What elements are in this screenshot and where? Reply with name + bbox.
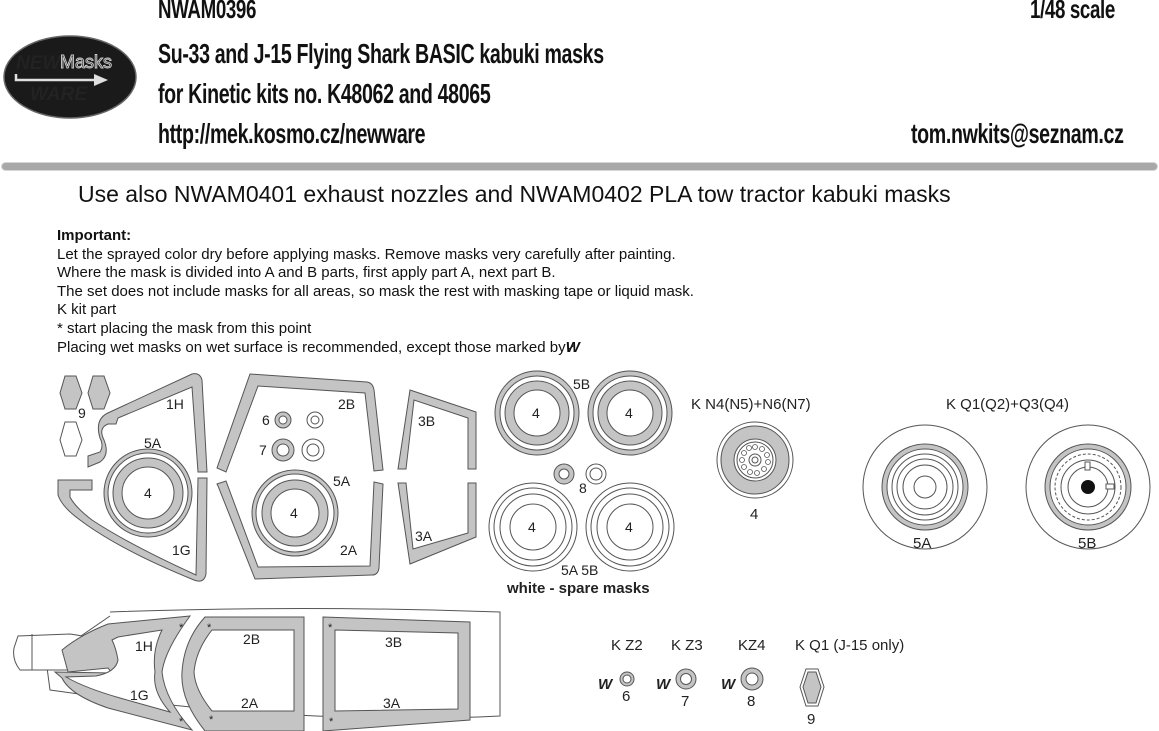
important-notes: Important: Let the sprayed color dry bef… [57,227,694,357]
small-part-kit-ref: KZ4 [738,637,766,654]
logo-ware: WARE [30,84,88,105]
small-part-kit-ref: K Q1 (J-15 only) [795,637,904,654]
start-marker: * [207,622,212,634]
small-parts-row: K Z2 K Z3 KZ4 K Q1 (J-15 only) W 6 W 7 W… [598,637,904,728]
small-part-kit-ref: K Z3 [671,637,703,654]
scale-label: 1/48 scale [1030,0,1115,24]
canopy-label-1H: 1H [135,638,153,654]
note-line: Placing wet masks on wet surface is reco… [57,338,566,356]
header-divider [1,162,1158,171]
label-5B: 5B [573,376,590,392]
label-spare-5A-5B: 5A 5B [561,562,598,578]
canopy-label-2B: 2B [243,631,260,647]
notes-heading: Important: [57,227,132,244]
mask-part-9 [59,375,83,410]
logo-new: NEW [16,53,62,74]
label-4: 4 [625,519,633,535]
main-wheel-kit-ref: K Q1(Q2)+Q3(Q4) [946,396,1069,413]
start-marker: * [328,622,333,634]
dry-mask-mark-icon: W [656,676,672,693]
label-1G: 1G [172,542,191,558]
canopy-label-3A: 3A [383,695,401,711]
small-part-number: 9 [807,711,815,728]
main-wheels-diagram: K Q1(Q2)+Q3(Q4) 5A 5B [862,396,1151,552]
email-link[interactable]: tom.nwkits@seznam.cz [911,118,1124,149]
label-3B: 3B [418,413,435,429]
label-3A: 3A [415,528,433,544]
canopy-label-2A: 2A [241,695,259,711]
product-title: Su-33 and J-15 Flying Shark BASIC kabuki… [158,38,604,69]
website-link[interactable]: http://mek.kosmo.cz/newware [158,118,426,149]
small-part-number: 7 [681,693,689,710]
start-marker: * [209,714,214,726]
spare-masks-note: white - spare masks [506,580,650,597]
start-marker: * [179,716,184,728]
canopy-label-3B: 3B [385,634,402,650]
arrow-right-icon [14,74,108,86]
mask-part-2A [216,480,384,580]
mask-part-2B [216,373,384,473]
label-4: 4 [290,505,298,521]
label-4: 4 [528,519,536,535]
label-4: 4 [625,405,633,421]
dry-mask-mark-icon: W [721,676,737,693]
mask-part-9-spare [59,421,83,457]
canopy-label-1G: 1G [130,687,149,703]
dry-mask-mark-icon: W [565,338,580,356]
note-line: Let the sprayed color dry before applyin… [57,245,676,263]
label-1H: 1H [166,396,184,412]
product-code: NWAM0396 [158,0,257,24]
label-6: 6 [262,412,270,428]
label-4: 4 [532,405,540,421]
label-8: 8 [579,480,587,496]
label-5A: 5A [144,435,162,451]
mask-part-3B [397,389,477,470]
mask-part-3A [397,482,477,565]
product-subtitle: for Kinetic kits no. K48062 and 48065 [158,78,491,109]
label-5A: 5A [333,473,351,489]
note-line: Where the mask is divided into A and B p… [57,264,556,282]
label-2A: 2A [340,542,358,558]
mask-part-9 [87,375,111,410]
small-part-number: 6 [622,688,630,705]
label-7: 7 [259,442,267,458]
small-part-kit-ref: K Z2 [611,637,643,654]
start-marker: * [329,716,334,728]
mask-part-1H [87,373,208,473]
nose-wheel-kit-ref: K N4(N5)+N6(N7) [691,396,811,413]
start-marker: * [179,622,184,634]
mask-part-1G [57,477,208,582]
main-wheel-left-label: 5A [913,535,931,552]
spare-masks [488,482,675,572]
newware-logo: NEW Masks WARE [2,34,138,120]
label-4: 4 [144,485,152,501]
label-2B: 2B [338,396,355,412]
label-9: 9 [78,405,86,421]
dry-mask-mark-icon: W [598,676,614,693]
logo-masks: Masks [60,52,112,72]
main-wheel-right-label: 5B [1078,535,1096,552]
nose-wheel-label: 4 [750,506,758,523]
small-part-number: 8 [747,693,755,710]
nose-wheel-diagram: K N4(N5)+N6(N7) 4 [691,396,811,523]
mask-sheet-drawing: 9 1H 5A 4 1G 2B 6 7 5A 4 2A 3B 3A 5B 4 4… [13,370,1151,731]
note-line: The set does not include masks for all a… [57,282,694,300]
note-line: * start placing the mask from this point [57,319,312,337]
use-also-note: Use also NWAM0401 exhaust nozzles and NW… [78,181,951,207]
note-line: K kit part [57,301,117,319]
canopy-diagram [13,608,501,731]
